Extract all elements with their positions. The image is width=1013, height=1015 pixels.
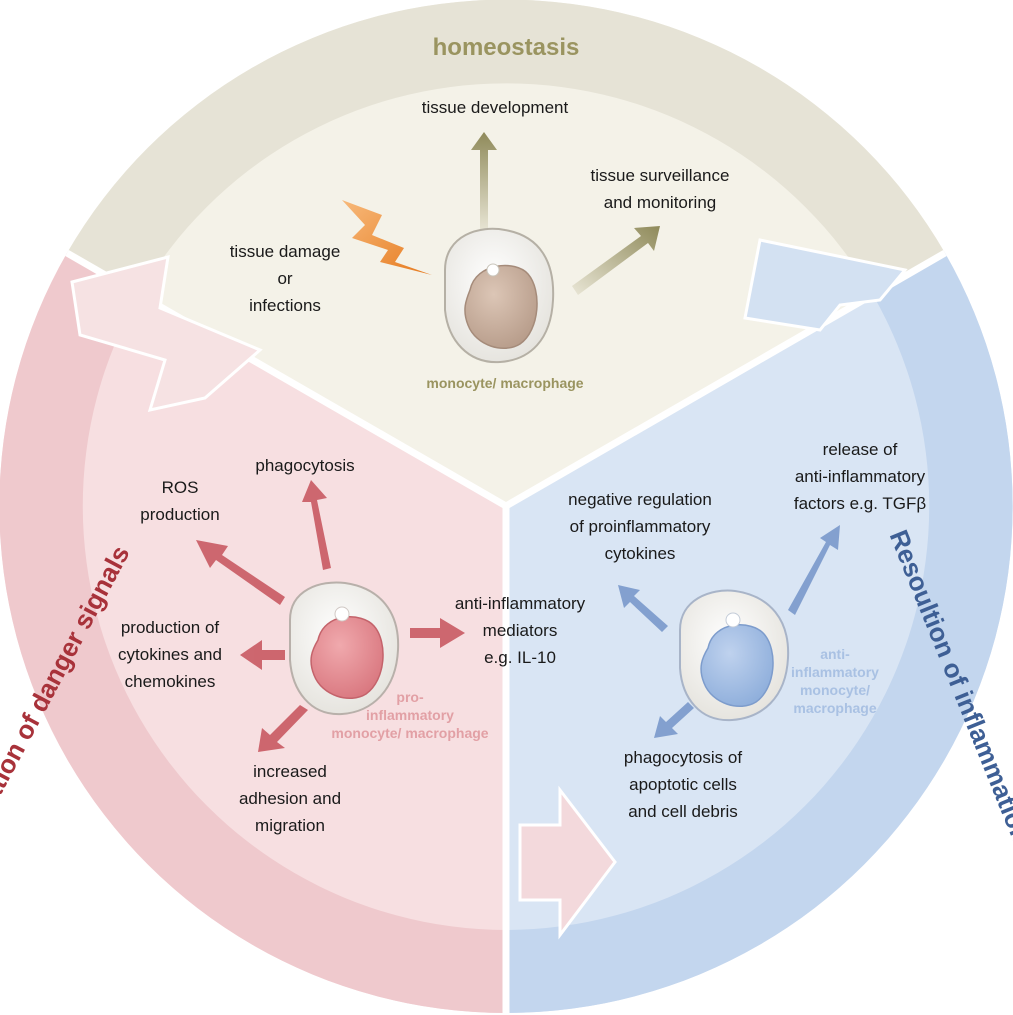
proinflammatory-cell-icon — [289, 581, 400, 716]
arrow-mediators — [410, 618, 465, 648]
label-tissue-damage: tissue damage or infections — [229, 242, 341, 315]
label-negative-regulation: negative regulation of proinflammatory c… — [568, 490, 712, 563]
homeostasis-to-elimination-arrow — [70, 254, 263, 413]
lightning-bolt-icon — [342, 200, 432, 275]
elimination-to-resolution-arrow — [518, 785, 617, 940]
antiinflammatory-cell-label: anti- inflammatory monocyte/ macrophage — [791, 646, 879, 716]
arrow-negative-regulation — [618, 585, 668, 632]
label-phagocytosis: phagocytosis — [255, 456, 355, 475]
arrow-adhesion — [258, 705, 308, 752]
label-phagocytosis-apoptotic: phagocytosis of apoptotic cells and cell… — [623, 748, 743, 821]
resolution-ring-band — [506, 253, 1013, 1013]
antiinflammatory-cell-icon — [679, 589, 790, 722]
arrow-release — [788, 525, 840, 615]
label-adhesion-migration: increased adhesion and migration — [238, 762, 342, 835]
anti-arrows — [618, 525, 840, 738]
arrow-cytokines — [240, 640, 285, 670]
arrow-up-tissue-development — [471, 132, 497, 232]
homeostasis-cell-label: monocyte/ macrophage — [426, 375, 584, 391]
homeostasis-title: homeostasis — [433, 34, 580, 61]
label-cytokines: production of cytokines and chemokines — [118, 618, 222, 691]
elimination-ring-band — [0, 253, 506, 1013]
label-anti-inflammatory-mediators: anti-inflammatory mediators e.g. IL-10 — [454, 594, 586, 667]
arrow-tissue-surveillance — [572, 226, 660, 295]
proinflammatory-cell-label: pro- inflammatory monocyte/ macrophage — [331, 689, 489, 741]
homeostasis-cell-icon — [444, 227, 555, 364]
arrow-ros — [196, 540, 285, 605]
label-ros-production: ROS production — [140, 478, 220, 524]
label-tissue-development: tissue development — [421, 98, 569, 117]
homeostasis-ring-band — [67, 0, 945, 295]
pro-arrows — [196, 480, 465, 752]
label-tissue-surveillance: tissue surveillance and monitoring — [590, 166, 730, 212]
resolution-to-homeostasis-arrow — [743, 238, 908, 332]
arrow-phagocytosis — [302, 480, 331, 570]
label-release-factors: release of anti-inflammatory factors e.g… — [793, 440, 927, 513]
arrow-phagocytosis-apoptotic — [654, 702, 694, 738]
